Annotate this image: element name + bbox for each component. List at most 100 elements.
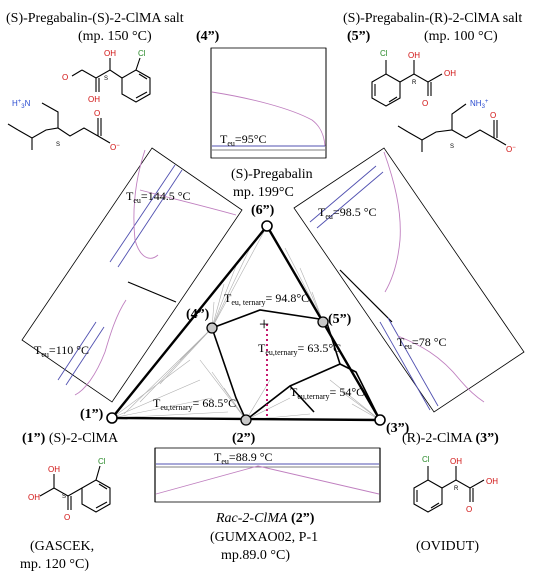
bottom-panel-teu: Teu=88.9 °C — [214, 450, 273, 466]
s-salt-structure: O OH OH Cl S H+3N O O− S — [7, 49, 151, 152]
o-label-r: O — [422, 99, 428, 108]
top-binary-panel: Teu=95°C — [210, 47, 327, 159]
r-clma-code: (OVIDUT) — [416, 539, 479, 554]
tie-line — [341, 391, 381, 421]
vertex-pregabalin — [261, 220, 273, 232]
oh-label-r: OH — [408, 51, 420, 60]
valley-upper — [211, 309, 327, 329]
r-clma-label: (R)-2-ClMA (3”) — [402, 431, 499, 446]
oh-label-r2: OH — [444, 69, 456, 78]
s-salt-id: (4”) — [196, 29, 220, 44]
o-label: O — [62, 73, 68, 82]
tie-line — [111, 379, 201, 419]
vertex-r-clma — [374, 414, 386, 426]
right-binary-panel: Teu=98.5 °C Teu=78 °C — [293, 147, 525, 413]
vertex-r-salt — [317, 316, 329, 328]
stereo-r-label: R — [412, 80, 417, 86]
left-lower-teu: Teu=110 °C — [34, 343, 89, 359]
stereo-s-label-2: S — [56, 142, 60, 148]
s-clma-label: (1”) (S)-2-ClMA — [22, 431, 119, 446]
cl-label-s: Cl — [98, 457, 106, 466]
r-salt-id: (5”) — [347, 29, 371, 44]
valley-middle — [245, 319, 341, 421]
s-clma-structure: OH OH O Cl S — [28, 457, 111, 522]
s-clma-heading: (1”) (S)-2-ClMA — [22, 431, 119, 446]
stereo-s-label-s: S — [62, 494, 66, 500]
oh-label-s2: OH — [28, 493, 40, 502]
tie-line — [211, 247, 251, 329]
nh3-label: H+3N — [12, 99, 31, 110]
s-salt-title: (S)-Pregabalin-(S)-2-ClMA salt — [6, 11, 184, 26]
stereo-s-label-r: S — [450, 144, 454, 150]
r-clma-vertex-id: (3”) — [386, 421, 410, 436]
pregabalin-id: (6”) — [251, 203, 275, 218]
right-upper-teu: Teu=98.5 °C — [318, 205, 377, 221]
s-clma-vertex-id: (1”) — [80, 407, 104, 422]
tie-line — [123, 327, 213, 415]
bottom-binary-panel: Teu=88.9 °C — [154, 447, 381, 503]
vertex-rac — [240, 414, 252, 426]
tie-line — [211, 265, 237, 329]
vertex-s-clma — [106, 412, 118, 424]
vertex-s-salt — [206, 322, 218, 334]
ternary-teu-4: Teu,ternary= 54°C — [290, 385, 364, 401]
rac-heading: Rac-2-ClMA (2”) — [215, 511, 315, 526]
plus-marker: + — [259, 314, 269, 334]
ternary-teu-3: Teu,ternary= 68.5°C — [153, 396, 236, 412]
r-salt-header: (S)-Pregabalin-(R)-2-ClMA salt (5”) (mp.… — [343, 11, 522, 44]
oh-label: OH — [88, 95, 100, 104]
rac-mp: mp.89.0 °C) — [221, 548, 290, 563]
tie-line — [245, 397, 291, 421]
s-salt-vertex-id: (4”) — [186, 307, 210, 322]
s-salt-mp: (mp. 150 °C) — [78, 29, 152, 44]
rac-vertex-id: (2”) — [232, 431, 256, 446]
r-clma-structure: Cl OH O OH R — [413, 455, 498, 514]
pregabalin-name: (S)-Pregabalin — [231, 167, 313, 182]
o-label-s: O — [64, 513, 70, 522]
rac-code: (GUMXAO02, P-1 — [210, 530, 318, 545]
tie-line — [211, 225, 268, 329]
rac-label: Rac-2-ClMA (2”) (GUMXAO02, P-1 mp.89.0 °… — [210, 511, 318, 563]
oh-label-rc2: OH — [486, 477, 498, 486]
tie-line — [111, 359, 191, 419]
cl-label-rc: Cl — [422, 455, 430, 464]
oh-label-s1: OH — [48, 465, 60, 474]
oh-label-2: OH — [104, 49, 116, 58]
s-salt-header: (S)-Pregabalin-(S)-2-ClMA salt (mp. 150 … — [6, 11, 220, 44]
o-minus-label: O− — [110, 143, 120, 152]
r-salt-structure: Cl OH O OH R NH3+ O O− S — [371, 49, 516, 154]
left-binary-panel: Teu=144.5 °C Teu=110 °C — [21, 147, 243, 403]
tie-line — [139, 327, 213, 403]
top-panel-teu: Teu=95°C — [220, 132, 267, 148]
valley-right — [339, 363, 381, 421]
nh3-label-r: NH3+ — [470, 99, 489, 110]
tie-line — [223, 387, 247, 421]
o-label-rc: O — [466, 505, 472, 514]
tie-line — [199, 359, 247, 421]
valley-left — [211, 327, 247, 421]
ternary-triangle: + Teu, ternary= 94.8°C Teu,ternary= 63.5… — [106, 220, 386, 426]
r-salt-mp: (mp. 100 °C) — [424, 29, 498, 44]
ternary-teu-2: Teu,ternary= 63.5°C — [258, 341, 341, 357]
pregabalin-label: (S)-Pregabalin mp. 199°C (6”) — [231, 167, 313, 218]
tie-line — [245, 379, 271, 421]
ternary-teu-1: Teu, ternary= 94.8°C — [224, 291, 309, 307]
o-label-2: O — [94, 109, 100, 118]
pregabalin-mp: mp. 199°C — [233, 185, 294, 200]
tie-line — [329, 379, 381, 421]
o-minus-label-r: O− — [506, 145, 516, 154]
valley-lower — [289, 385, 315, 413]
r-salt-title: (S)-Pregabalin-(R)-2-ClMA salt — [343, 11, 522, 26]
stereo-r-label-rc: R — [454, 486, 459, 492]
r-salt-vertex-id: (5”) — [328, 312, 352, 327]
stereo-s-label: S — [104, 76, 108, 82]
oh-label-rc: OH — [450, 457, 462, 466]
s-clma-code: (GASCEK, — [30, 539, 94, 554]
cl-label-r: Cl — [380, 49, 388, 58]
r-clma-heading: (R)-2-ClMA (3”) — [402, 431, 499, 446]
tie-line — [299, 267, 324, 323]
o-label-r2: O — [490, 111, 496, 120]
cl-label: Cl — [138, 49, 146, 58]
tie-line — [111, 397, 213, 419]
